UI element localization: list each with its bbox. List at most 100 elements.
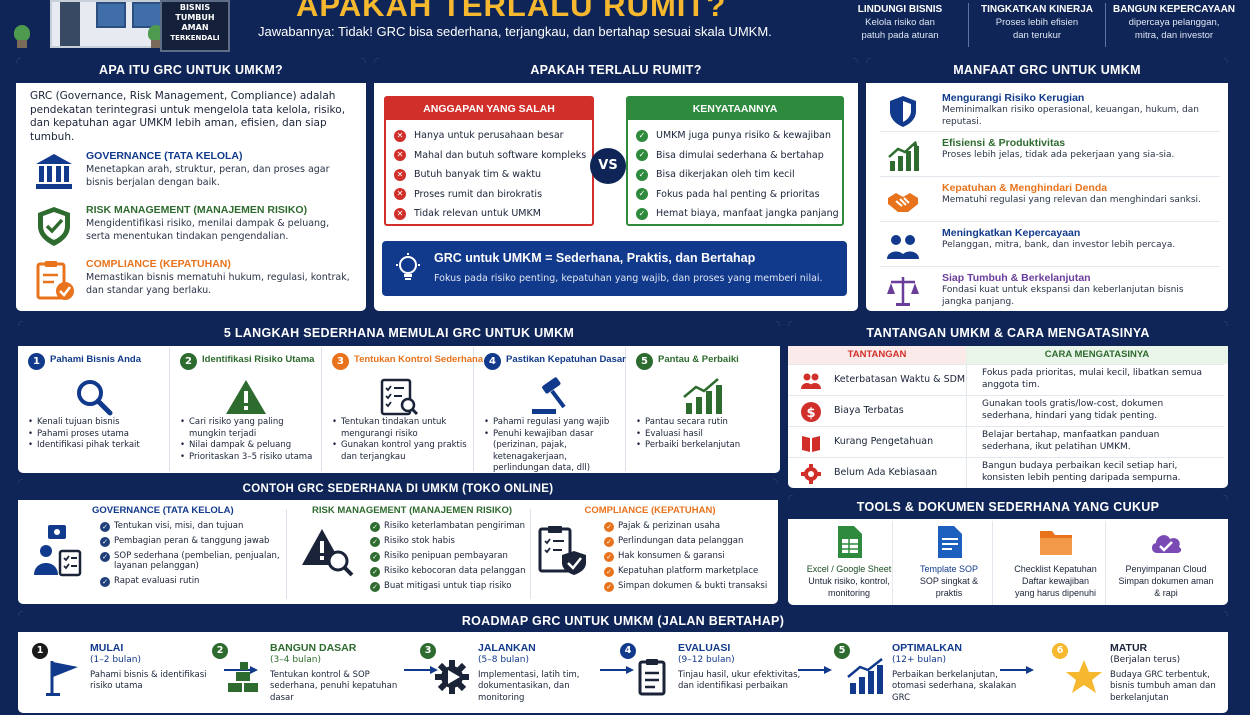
arrow-right-icon — [798, 666, 832, 674]
col-header: CARA MENGATASINYA — [966, 346, 1228, 364]
bricks-icon — [228, 662, 258, 692]
myth-item: ✕Tidak relevan untuk UMKM — [394, 204, 584, 224]
step-number: 5 — [636, 353, 653, 370]
step-number: 3 — [332, 353, 349, 370]
benefit-item: Meningkatkan Kepercayaan Pelanggan, mitr… — [880, 223, 1220, 267]
gear-run-icon — [435, 660, 469, 694]
roadmap-panel: ROADMAP GRC UNTUK UMKM (JALAN BERTAHAP) … — [18, 611, 1228, 713]
arrow-right-icon — [1000, 666, 1034, 674]
page-subtitle: Jawabannya: Tidak! GRC bisa sederhana, t… — [258, 24, 772, 39]
too-complex-panel: APAKAH TERLALU RUMIT? ANGGAPAN YANG SALA… — [374, 58, 858, 311]
shield-icon — [890, 96, 916, 127]
roadmap-stage: 1 MULAI (1–2 bulan) Pahami bisnis & iden… — [22, 635, 258, 705]
panel-title: MANFAAT GRC UNTUK UMKM — [866, 58, 1228, 83]
chart-up-icon — [888, 141, 919, 171]
check-icon: ✓ — [636, 168, 648, 181]
step-title: Pastikan Kepatuhan Dasar — [506, 354, 626, 365]
bank-building-icon — [36, 154, 72, 189]
header-pillars: LINDUNGI BISNIS Kelola risiko dan patuh … — [832, 3, 1242, 47]
tool-item: Template SOP SOP singkat & praktis — [906, 521, 993, 605]
shop-sign: BISNIS TUMBUH AMAN TERKENDALI — [160, 0, 230, 52]
example-column: COMPLIANCE (KEPATUHAN) ✓Pajak & perizina… — [526, 505, 774, 604]
tool-item: Checklist Kepatuhan Daftar kewajiban yan… — [1006, 521, 1106, 605]
panel-title: ROADMAP GRC UNTUK UMKM (JALAN BERTAHAP) — [18, 611, 1228, 632]
panel-title: APA ITU GRC UNTUK UMKM? — [16, 58, 366, 83]
benefit-item: Efisiensi & Produktivitas Proses lebih j… — [880, 133, 1220, 177]
pillar: LINDUNGI BISNIS Kelola risiko dan patuh … — [857, 4, 943, 41]
benefit-item: Kepatuhan & Menghindari Denda Mematuhi r… — [880, 178, 1220, 222]
step-card: 3 Tentukan Kontrol Sederhana Tentukan ti… — [322, 347, 483, 471]
benefit-item: Siap Tumbuh & Berkelanjutan Fondasi kuat… — [880, 268, 1220, 311]
roadmap-stage: 5 OPTIMALKAN (12+ bulan) Perbaikan berke… — [824, 635, 1034, 705]
example-column: RISK MANAGEMENT (MANAJEMEN RISIKO) ✓Risi… — [292, 505, 532, 604]
compliance-item: COMPLIANCE (KEPATUHAN) Memastikan bisnis… — [30, 258, 360, 306]
fact-item: ✓Bisa dikerjakan oleh tim kecil — [636, 165, 834, 185]
tool-item: Excel / Google Sheet Untuk risiko, kontr… — [806, 521, 893, 605]
x-icon: ✕ — [394, 149, 406, 162]
check-icon: ✓ — [636, 207, 648, 220]
benefits-panel: MANFAAT GRC UNTUK UMKM Mengurangi Risiko… — [866, 58, 1228, 311]
what-is-grc-panel: APA ITU GRC UNTUK UMKM? GRC (Governance,… — [16, 58, 366, 311]
arrow-right-icon — [404, 666, 438, 674]
roadmap-stage: 3 JALANKAN (5–8 bulan) Implementasi, lat… — [410, 635, 634, 705]
examples-panel: CONTOH GRC SEDERHANA DI UMKM (TOKO ONLIN… — [18, 479, 778, 604]
document-icon — [938, 526, 962, 558]
x-icon: ✕ — [394, 129, 406, 142]
people-icon — [801, 373, 821, 389]
checklist-icon — [380, 378, 419, 416]
handshake-icon — [888, 193, 918, 212]
challenges-panel: TANTANGAN UMKM & CARA MENGATASINYA TANTA… — [788, 321, 1228, 488]
myths-box: ANGGAPAN YANG SALAH ✕Hanya untuk perusah… — [384, 96, 594, 226]
magnifier-icon — [77, 380, 113, 416]
roadmap-stage: 6 MATUR (Berjalan terus) Budaya GRC terb… — [1042, 635, 1224, 705]
step-number: 4 — [484, 353, 501, 370]
tool-item: Penyimpanan Cloud Simpan dokumen aman & … — [1110, 521, 1222, 605]
svg-text:$: $ — [806, 406, 815, 421]
clipboard-check-icon — [36, 261, 74, 300]
tools-panel: TOOLS & DOKUMEN SEDERHANA YANG CUKUP Exc… — [788, 495, 1228, 605]
step-card: 5 Pantau & Perbaiki Pantau secara rutin … — [626, 347, 778, 471]
flag-icon — [46, 661, 78, 696]
fact-item: ✓Bisa dimulai sederhana & bertahap — [636, 146, 834, 166]
panel-title: 5 LANGKAH SEDERHANA MEMULAI GRC UNTUK UM… — [18, 321, 780, 346]
step-card: 4 Pastikan Kepatuhan Dasar Pahami regula… — [474, 347, 626, 473]
team-structure-icon — [34, 525, 82, 577]
col-header: TANTANGAN — [788, 346, 966, 364]
warning-icon — [226, 380, 266, 414]
x-icon: ✕ — [394, 188, 406, 201]
five-steps-panel: 5 LANGKAH SEDERHANA MEMULAI GRC UNTUK UM… — [18, 321, 780, 473]
spreadsheet-icon — [838, 526, 862, 558]
conclusion-title: GRC untuk UMKM = Sederhana, Praktis, dan… — [434, 251, 756, 265]
intro-text: GRC (Governance, Risk Management, Compli… — [30, 90, 346, 143]
myth-item: ✕Proses rumit dan birokratis — [394, 185, 584, 205]
check-icon: ✓ — [636, 188, 648, 201]
storefront-illustration: BISNIS TUMBUH AMAN TERKENDALI — [10, 0, 230, 52]
arrow-right-icon — [600, 666, 634, 674]
fact-item: ✓Fokus pada hal penting & prioritas — [636, 185, 834, 205]
step-number: 2 — [180, 353, 197, 370]
gear-icon — [801, 464, 821, 484]
challenge-row: Belum Ada Kebiasaan Bangun budaya perbai… — [788, 457, 1224, 488]
benefit-item: Mengurangi Risiko Kerugian Meminimalkan … — [880, 88, 1220, 132]
conclusion-desc: Fokus pada risiko penting, kepatuhan yan… — [434, 273, 823, 284]
conclusion-banner: GRC untuk UMKM = Sederhana, Praktis, dan… — [382, 241, 847, 296]
challenge-row: $ Biaya Terbatas Gunakan tools gratis/lo… — [788, 395, 1224, 426]
chart-up-icon — [683, 378, 722, 414]
book-icon — [802, 436, 820, 452]
vs-badge: VS — [590, 148, 626, 184]
roadmap-stage: 4 EVALUASI (9–12 bulan) Tinjau hasil, uk… — [610, 635, 832, 705]
governance-item: GOVERNANCE (TATA KELOLA) Menetapkan arah… — [30, 150, 360, 198]
lightbulb-icon — [396, 253, 420, 280]
step-card: 1 Pahami Bisnis Anda Kenali tujuan bisni… — [18, 347, 170, 471]
x-icon: ✕ — [394, 168, 406, 181]
cloud-icon — [1151, 535, 1182, 553]
step-number: 1 — [28, 353, 45, 370]
step-title: Identifikasi Risiko Utama — [202, 354, 315, 365]
risk-search-icon — [302, 529, 354, 577]
challenge-row: Kurang Pengetahuan Belajar bertahap, man… — [788, 426, 1224, 457]
gavel-icon — [532, 377, 566, 414]
money-icon: $ — [801, 402, 821, 422]
clipboard-icon — [638, 659, 666, 696]
roadmap-stage: 2 BANGUN DASAR (3–4 bulan) Tentukan kont… — [202, 635, 438, 705]
shield-check-icon — [38, 207, 70, 246]
